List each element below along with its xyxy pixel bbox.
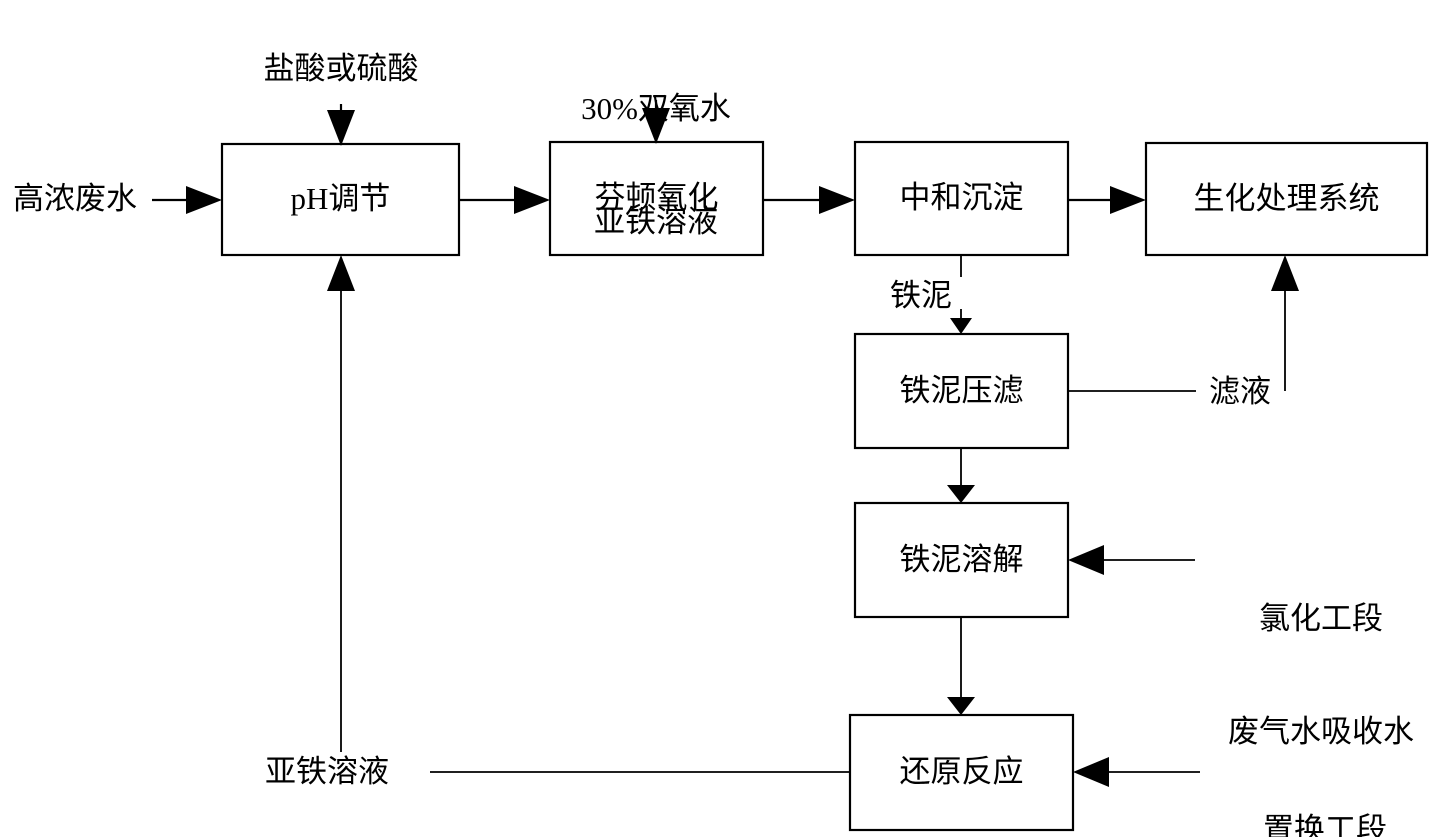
stream-label-chlorination-line2: 废气水吸收水 [1228,714,1414,750]
stream-label-chlorination: 氯化工段 废气水吸收水 [1196,524,1446,827]
node-box-dissolve[interactable] [853,501,1070,619]
node-box-fenton[interactable] [548,140,765,257]
edge-chlorination-to-dissolve [1068,545,1195,575]
edge-fenton-to-neutral [763,186,855,214]
stream-label-ferrous-return: 亚铁溶液 [265,754,389,789]
edge-press-to-dissolve [947,448,975,503]
stream-label-iron-sludge: 铁泥 [890,278,952,313]
node-box-ph[interactable] [220,142,461,257]
edge-acid-to-ph [327,104,355,146]
stream-label-acid: 盐酸或硫酸 [263,51,419,86]
node-box-bio[interactable] [1144,141,1429,257]
edge-neutral-to-bio [1068,186,1146,214]
edge-peroxide-to-fenton [642,100,670,144]
edge-reduction-to-ph [327,255,850,773]
edge-dissolve-to-reduction [947,617,975,715]
edge-displacement-to-reduction [1073,757,1200,787]
node-box-press[interactable] [853,332,1070,450]
edge-neutral-to-press [950,255,972,334]
stream-label-peroxide-line2: 亚铁溶液 [594,204,718,240]
stream-label-peroxide-line1: 30%双氧水 [581,90,731,126]
node-box-neutral[interactable] [853,140,1070,257]
stream-label-filtrate: 滤液 [1209,374,1271,409]
stream-label-displacement: 置换工段 含水合肼废水 [1200,735,1450,837]
edge-ph-to-fenton [459,186,550,214]
edge-influent-to-ph [152,186,222,214]
edge-press-to-bio [1068,255,1299,392]
node-box-reduction[interactable] [848,713,1075,832]
stream-label-chlorination-line1: 氯化工段 [1259,600,1383,636]
stream-label-peroxide: 30%双氧水 亚铁溶液 [536,14,776,317]
stream-label-influent: 高浓废水 [13,181,137,216]
stream-label-displacement-line1: 置换工段 [1263,811,1387,837]
